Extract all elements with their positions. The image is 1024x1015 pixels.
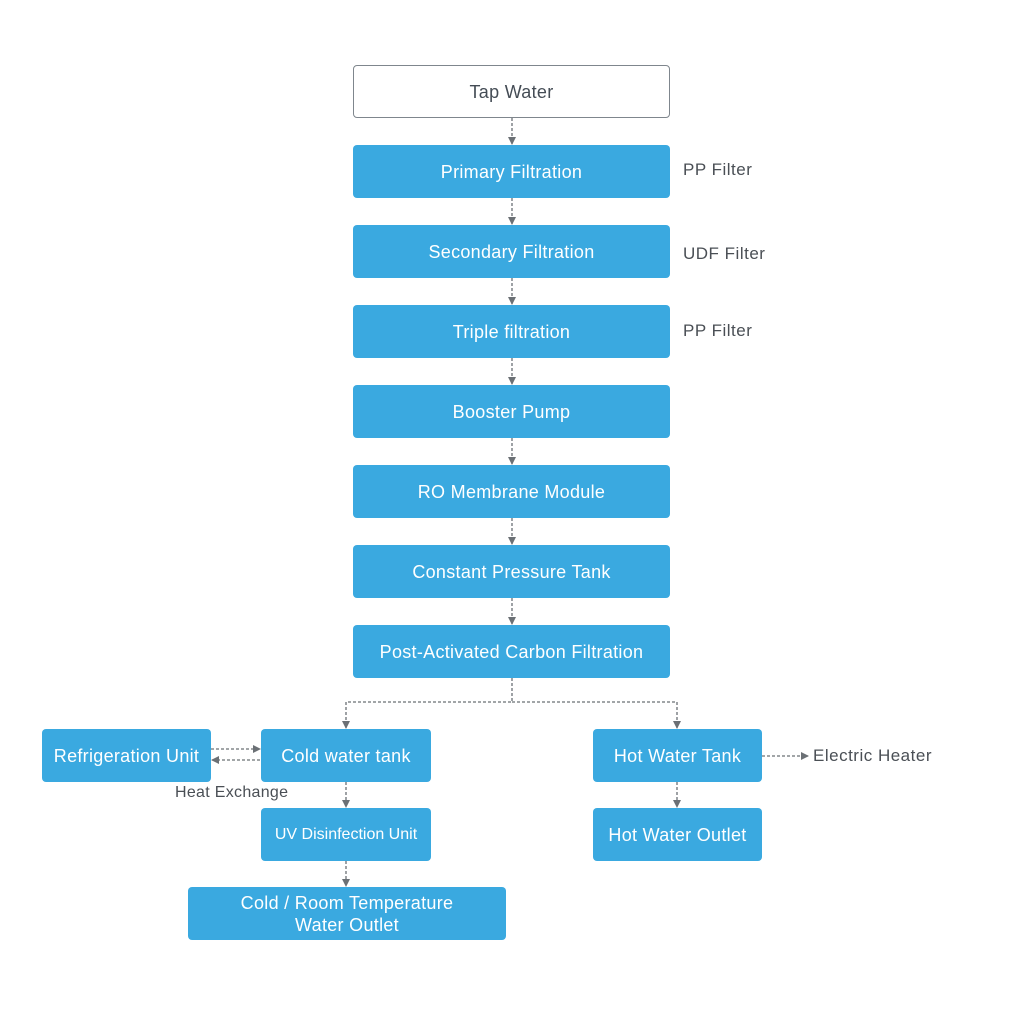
booster-pump-label: Booster Pump [452, 401, 571, 422]
hot-water-tank-label: Hot Water Tank [613, 745, 742, 766]
refrigeration-unit-node: Refrigeration Unit [42, 729, 211, 782]
tap-water-label: Tap Water [469, 81, 554, 102]
primary-filtration-label: Primary Filtration [440, 161, 583, 182]
booster-pump-node: Booster Pump [353, 385, 670, 438]
electric-heater-note: Electric Heater [813, 746, 932, 765]
cold-outlet-node: Cold / Room Temperature Water Outlet [188, 887, 506, 940]
cold-water-tank-label: Cold water tank [281, 745, 411, 766]
hot-water-outlet-node: Hot Water Outlet [593, 808, 762, 861]
ro-membrane-node: RO Membrane Module [353, 465, 670, 518]
uv-disinfection-node: UV Disinfection Unit [261, 808, 431, 861]
tap-water-node: Tap Water [353, 65, 670, 118]
heat-exchange-note: Heat Exchange [175, 784, 289, 801]
pp-filter-note-2: PP Filter [683, 321, 753, 340]
pressure-tank-node: Constant Pressure Tank [353, 545, 670, 598]
cold-water-tank-node: Cold water tank [261, 729, 431, 782]
branch-line-hot [512, 701, 681, 729]
branch-line [342, 678, 513, 729]
hot-water-outlet-label: Hot Water Outlet [608, 824, 747, 845]
triple-filtration-node: Triple filtration [353, 305, 670, 358]
refrigeration-unit-label: Refrigeration Unit [53, 745, 200, 766]
triple-filtration-label: Triple filtration [452, 321, 571, 342]
secondary-filtration-node: Secondary Filtration [353, 225, 670, 278]
hot-water-tank-node: Hot Water Tank [593, 729, 762, 782]
secondary-filtration-label: Secondary Filtration [428, 241, 595, 262]
carbon-filtration-label: Post-Activated Carbon Filtration [379, 641, 644, 662]
cold-outlet-label-line1: Cold / Room Temperature [240, 892, 454, 913]
primary-filtration-node: Primary Filtration [353, 145, 670, 198]
uv-disinfection-label: UV Disinfection Unit [274, 825, 418, 843]
udf-filter-note: UDF Filter [683, 244, 766, 263]
cold-outlet-label-line2: Water Outlet [295, 914, 399, 935]
ro-membrane-label: RO Membrane Module [417, 481, 606, 502]
pp-filter-note-1: PP Filter [683, 160, 753, 179]
carbon-filtration-node: Post-Activated Carbon Filtration [353, 625, 670, 678]
pressure-tank-label: Constant Pressure Tank [412, 561, 611, 582]
